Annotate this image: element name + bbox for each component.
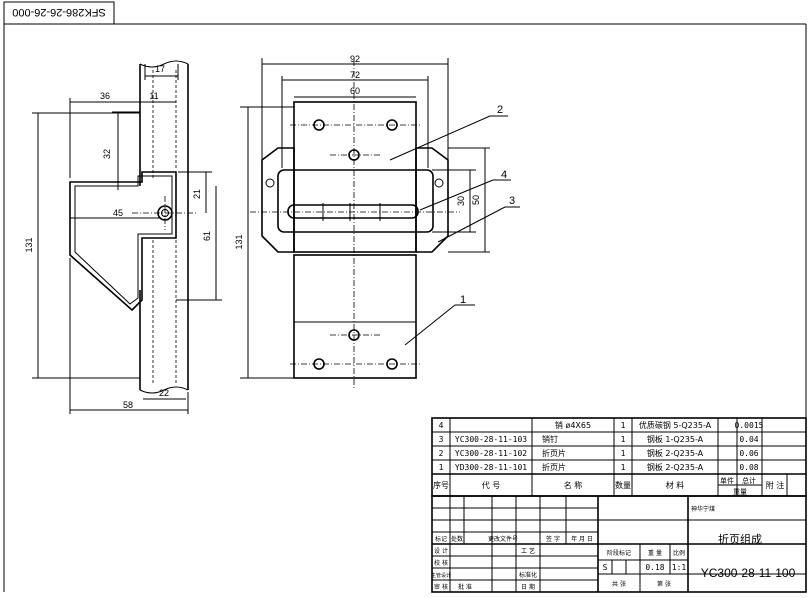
bom-table: 4 销 ø4X65 1 优质碳钢 5-Q235-A 0.0015 3 YC300… <box>431 417 807 497</box>
side-dim-131: 131 <box>24 237 34 252</box>
tb-role-check: 校 核 <box>434 559 448 567</box>
bom-header-material: 材 料 <box>666 480 685 490</box>
bom-row-weight: 0.08 <box>739 463 758 472</box>
bom-row-material: 钢板 2-Q235-A <box>647 448 704 458</box>
bom-row-name: 折页片 <box>542 448 566 458</box>
tb-role-design: 设 计 <box>434 547 448 555</box>
bom-row-name: 折页片 <box>542 462 566 472</box>
bom-row-weight: 0.0015 <box>735 421 764 430</box>
bom-row-weight: 0.04 <box>739 435 758 444</box>
bom-header-name: 名 称 <box>564 480 583 490</box>
side-dim-17: 17 <box>155 64 165 74</box>
tb-row-mark: 标记 <box>435 535 447 543</box>
front-view: 92 72 60 30 50 131 2 4 3 1 <box>234 54 520 390</box>
bom-row-code: YD300-28-11-101 <box>455 463 527 472</box>
bom-row-code: YC300-28-11-103 <box>455 435 527 444</box>
bom-header-weight: 重量 <box>733 488 747 496</box>
side-dim-32: 32 <box>102 149 112 159</box>
side-view: 17 36 11 32 21 45 61 131 58 22 <box>24 60 222 414</box>
balloon-1: 1 <box>460 294 466 306</box>
tb-role-approve: 批 准 <box>458 583 472 591</box>
bom-row-no: 3 <box>439 435 444 444</box>
side-dim-61: 61 <box>202 231 212 241</box>
bom-row-material: 钢板 1-Q235-A <box>647 434 704 444</box>
drawing-code-box: SFK286-26-26-000 <box>3 1 115 25</box>
side-dim-22: 22 <box>159 388 169 398</box>
bom-header-total: 总计 <box>742 476 756 485</box>
bom-header-qty: 数量 <box>615 480 631 490</box>
tb-row-date: 年 月 日 <box>571 535 593 543</box>
tb-stage: S <box>603 563 608 572</box>
bom-row-qty: 1 <box>621 463 626 472</box>
front-dim-60: 60 <box>350 86 360 96</box>
bom-row-no: 2 <box>439 449 444 458</box>
title-block: 标记 处数 更改文件号 签 字 年 月 日 设 计 校 核 主管设计 审 核 批… <box>431 495 807 593</box>
tb-row-sign: 签 字 <box>546 535 560 543</box>
bom-row-code: YC300-28-11-102 <box>455 449 527 458</box>
tb-sheet: 第 张 <box>657 580 671 588</box>
drawing-code-rotated: SFK286-26-26-000 <box>12 6 106 18</box>
tb-scale-label: 比例 <box>673 549 685 557</box>
bom-row-no: 1 <box>439 463 444 472</box>
tb-role-standard: 标准化 <box>519 571 537 579</box>
front-dim-92: 92 <box>350 54 360 64</box>
bom-row-material: 钢板 2-Q235-A <box>647 462 704 472</box>
tb-weight-label: 重 量 <box>648 549 662 557</box>
balloon-2: 2 <box>497 104 503 116</box>
side-dim-58: 58 <box>123 400 133 410</box>
side-dim-36: 36 <box>100 91 110 101</box>
tb-role-lead: 主管设计 <box>431 572 451 579</box>
tb-scale: 1:1 <box>672 563 687 572</box>
bom-header-unit: 单件 <box>720 476 734 485</box>
front-dim-50: 50 <box>471 195 481 205</box>
side-dim-21: 21 <box>192 189 202 199</box>
balloon-4: 4 <box>501 169 507 181</box>
tb-role-review: 审 核 <box>434 583 448 591</box>
tb-role-date: 日 期 <box>521 583 535 591</box>
bom-header-note: 附 注 <box>766 480 785 490</box>
bom-header-no: 序号 <box>433 480 449 490</box>
bom-row-qty: 1 <box>621 449 626 458</box>
tb-weight: 0.18 <box>645 563 664 572</box>
tb-sheets: 共 张 <box>612 580 626 588</box>
balloon-3: 3 <box>509 195 515 207</box>
tb-company: 神华宁煤 <box>691 505 715 513</box>
bom-row-name: 销钉 <box>542 434 558 444</box>
bom-row-material: 优质碳钢 5-Q235-A <box>639 420 712 430</box>
bom-row-qty: 1 <box>621 421 626 430</box>
front-dim-131: 131 <box>234 234 244 249</box>
tb-role-process: 工 艺 <box>521 547 535 555</box>
bom-row-no: 4 <box>439 421 444 430</box>
bom-row-qty: 1 <box>621 435 626 444</box>
tb-drawing-no: YC300-28-11-100 <box>701 566 796 580</box>
drawing-frame <box>3 23 807 592</box>
bom-header-code: 代 号 <box>482 480 501 490</box>
tb-drawing-name: 折页组成 <box>718 532 762 546</box>
front-dim-30: 30 <box>456 196 466 206</box>
tb-stage-label: 阶段标记 <box>607 549 631 557</box>
tb-row-count: 处数 <box>451 535 463 543</box>
side-dim-11: 11 <box>149 91 158 101</box>
bom-row-weight: 0.06 <box>739 449 758 458</box>
bom-row-name: 销 ø4X65 <box>555 420 591 430</box>
tb-row-change: 更改文件号 <box>488 535 518 543</box>
front-dim-72: 72 <box>350 70 360 80</box>
side-dim-45: 45 <box>113 208 123 218</box>
